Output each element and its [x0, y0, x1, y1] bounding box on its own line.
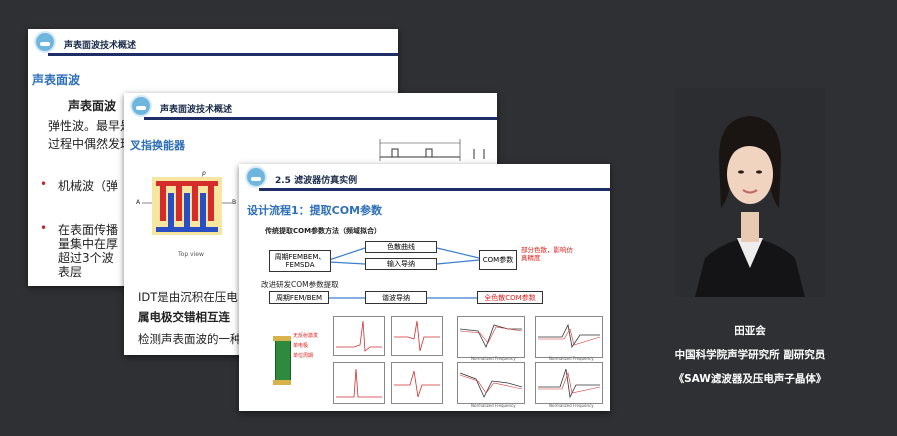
header-divider — [48, 53, 398, 56]
flow-box-dispersion: 色散曲线 — [365, 241, 437, 253]
legend-label: 单位周期 — [293, 353, 314, 359]
admittance-plot — [457, 362, 525, 404]
flow-note: 部分色散，影响仿真精度 — [521, 246, 573, 262]
flow-box-full-com: 全色散COM参数 — [477, 291, 543, 304]
admittance-plot — [333, 316, 385, 356]
body-line: 属电极交错相互连 — [138, 310, 230, 324]
flow-box-fem2: 周期FEM/BEM — [269, 291, 329, 304]
admittance-plot — [457, 316, 525, 358]
flow-box-com: COM参数 — [479, 250, 517, 270]
bullet-text: 在表面传播 — [58, 223, 119, 237]
device-cap — [273, 336, 291, 341]
device-diagram — [257, 330, 309, 390]
flow-label-improved: 改进研发COM参数提取 — [261, 280, 339, 289]
plot-axis-label: Normalized Frequency — [549, 356, 594, 361]
admittance-plot — [535, 362, 603, 404]
presenter-affiliation: 中国科学院声学研究所 副研究员 — [674, 349, 826, 361]
slide-subtitle: 声表面波 — [68, 99, 117, 113]
presenter-name: 田亚会 — [734, 325, 766, 337]
body-line: IDT是由沉积在压电 — [138, 290, 238, 304]
legend-label: 无反射激发 — [293, 333, 319, 339]
plot-axis-label: Normalized Frequency — [471, 356, 516, 361]
header-divider — [144, 117, 497, 120]
idt-top-view-diagram — [142, 177, 232, 235]
slide-header-title: 声表面波技术概述 — [160, 105, 233, 115]
diagram-label-p: p — [202, 170, 206, 177]
legend-label: 单电极 — [293, 343, 309, 349]
section-title: 设计流程1：提取COM参数 — [247, 204, 383, 217]
diagram-label-b: B — [232, 199, 237, 206]
admittance-plot — [333, 362, 385, 404]
institute-logo-icon — [130, 95, 152, 117]
bullet-text: 量集中在厚 — [58, 237, 119, 251]
section-title: 叉指换能器 — [130, 139, 185, 152]
presenter-topic: 《SAW滤波器及压电声子晶体》 — [673, 373, 827, 385]
bullet-text: 机械波（弹 — [58, 179, 119, 193]
body-line: 检测声表面波的一种 — [138, 332, 242, 346]
diagram-caption: Top view — [178, 251, 204, 258]
body-line: 过程中偶然发现 — [48, 137, 133, 151]
section-title: 声表面波 — [32, 73, 81, 87]
bullet-icon: • — [40, 221, 48, 235]
presenter-portrait-image — [675, 88, 825, 297]
plot-axis-label: Normalized Frequency — [471, 403, 516, 408]
slide-header-title: 2.5 滤波器仿真实例 — [275, 176, 358, 186]
slide-header: 声表面波技术概述 — [124, 93, 497, 120]
slide-header: 声表面波技术概述 — [28, 29, 398, 56]
device-base — [273, 380, 291, 385]
flow-box-admittance: 输入导纳 — [365, 258, 437, 270]
flow-box-harmonic: 谐波导纳 — [365, 291, 427, 304]
bullet-text: 表层 — [58, 265, 83, 279]
plot-axis-label: Normalized Frequency — [549, 403, 594, 408]
slide-header-title: 声表面波技术概述 — [64, 41, 137, 51]
header-divider — [259, 188, 610, 191]
bullet-text: 超过3个波 — [58, 251, 114, 265]
flow-box-fem: 周期FEMBEM、FEMSDA — [269, 250, 331, 272]
institute-logo-icon — [34, 31, 56, 53]
admittance-plot — [391, 316, 443, 356]
admittance-plot — [391, 362, 443, 404]
idt-cross-section-diagram — [379, 139, 485, 161]
flowchart-connectors — [328, 247, 480, 299]
diagram-label-a: A — [136, 199, 141, 206]
body-line: 弹性波。最早是 — [48, 119, 133, 133]
institute-logo-icon — [245, 166, 267, 188]
presenter-photo — [675, 88, 825, 297]
flow-label-traditional: 传统提取COM参数方法（频域拟合） — [265, 227, 382, 235]
device-body — [275, 340, 291, 382]
bullet-icon: • — [40, 177, 48, 191]
slide-thumbnail-3[interactable]: 2.5 滤波器仿真实例 设计流程1：提取COM参数 传统提取COM参数方法（频域… — [239, 164, 610, 411]
admittance-plot — [535, 316, 603, 358]
slide-header: 2.5 滤波器仿真实例 — [239, 164, 610, 191]
